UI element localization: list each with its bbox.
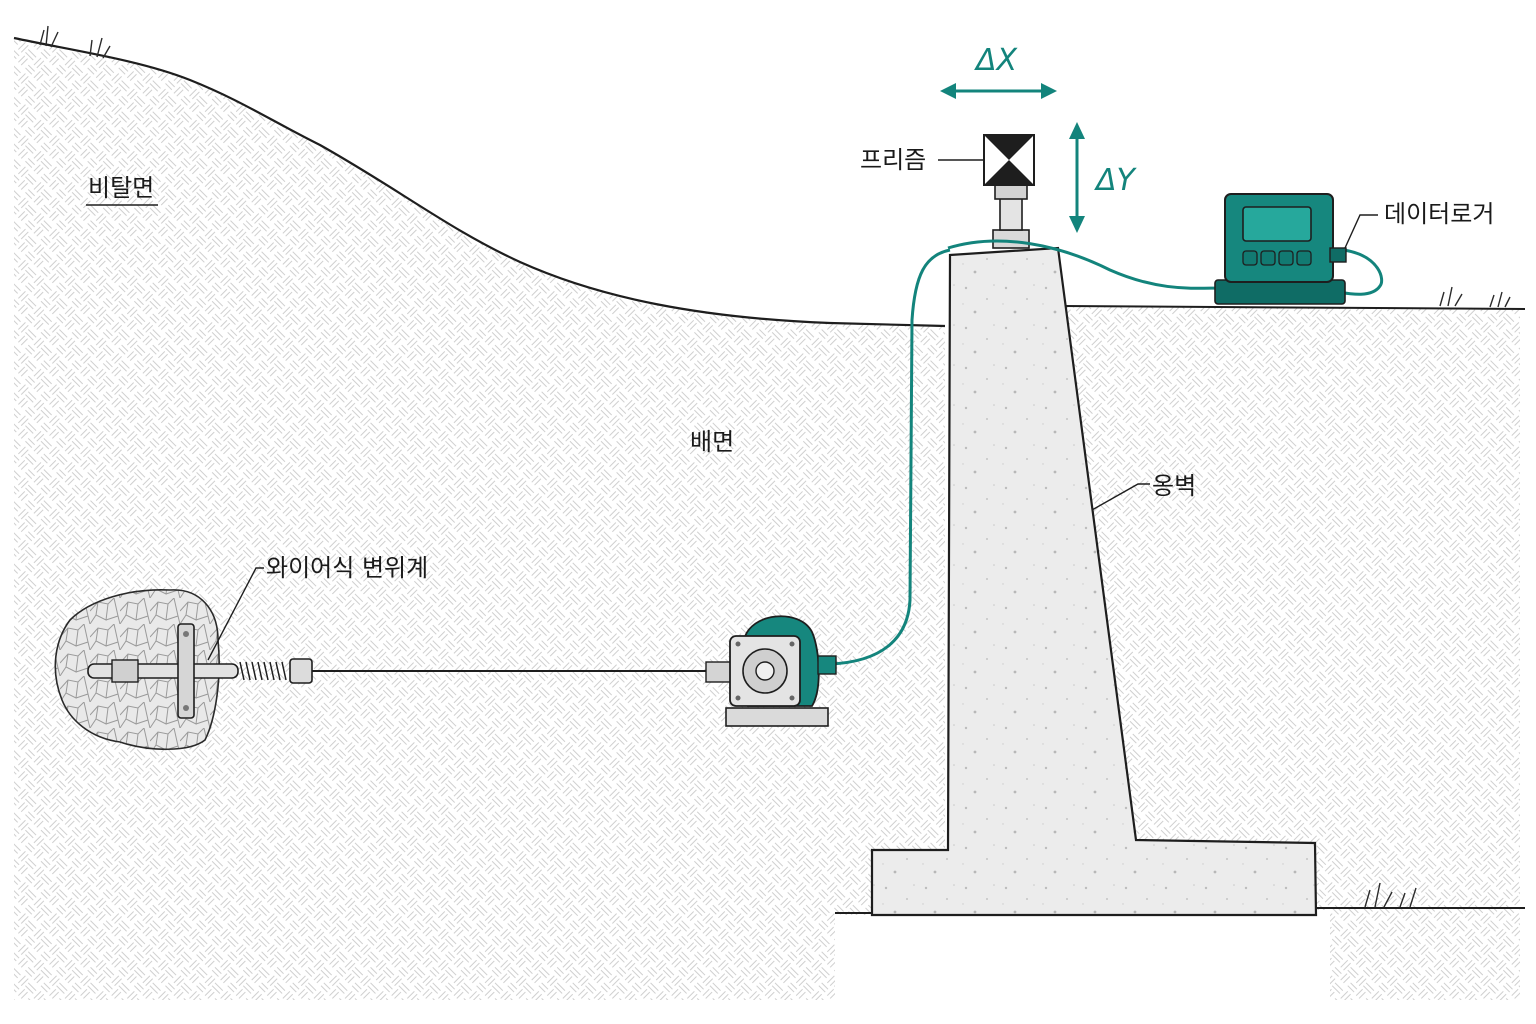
backfill-label: 배면 (690, 428, 734, 456)
ground-line-base (835, 907, 1525, 914)
cable-logger-loop (1337, 248, 1384, 296)
wall-label: 옹벽 (1152, 472, 1196, 500)
slope-label: 비탈면 (88, 174, 154, 202)
delta-y-label: ΔY (1094, 163, 1138, 198)
retaining-wall (870, 246, 1318, 917)
slope-surface-line (13, 36, 946, 328)
logger-label: 데이터로거 (1384, 200, 1494, 228)
delta-y-arrow (1069, 122, 1085, 233)
extensometer-label: 와이어식 변위계 (266, 554, 428, 582)
prism-assembly (983, 134, 1035, 249)
ground-line-right (1062, 305, 1526, 310)
extensometer-sensor (705, 615, 837, 727)
delta-x-label: ΔX (974, 43, 1019, 78)
logger-leader (1344, 214, 1378, 249)
cable-wall-to-logger (947, 239, 1223, 290)
soil-right (1065, 306, 1520, 1000)
logger-screen (1242, 206, 1312, 242)
extensometer-leader (207, 567, 264, 661)
prism-label: 프리즘 (860, 146, 926, 174)
cable-wall-to-extensometer (829, 248, 951, 666)
extensometer-anchor (87, 623, 313, 719)
delta-x-arrow (940, 83, 1057, 99)
soil-body (14, 38, 945, 1000)
grass-icon (39, 25, 1511, 908)
wall-leader (1091, 483, 1150, 511)
data-logger (1214, 193, 1347, 305)
